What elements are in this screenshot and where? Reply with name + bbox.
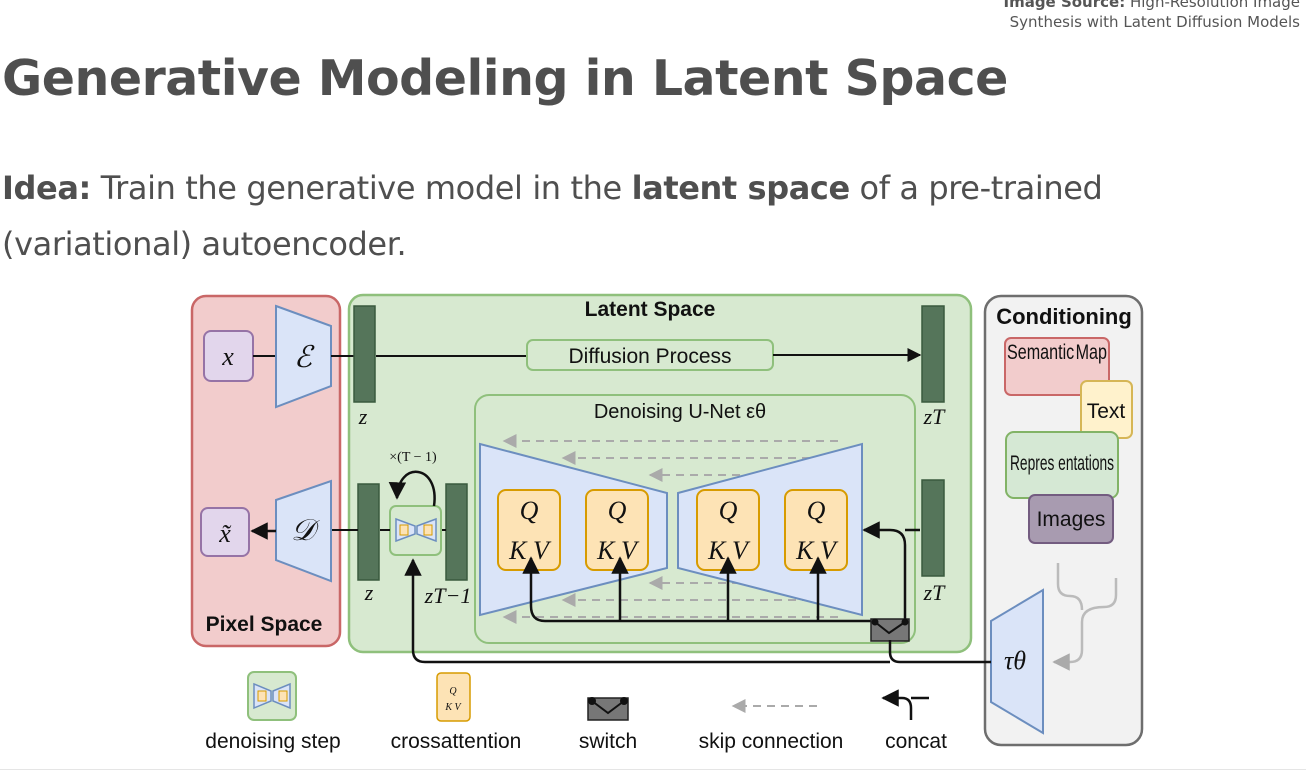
repeat-label: ×(T − 1) xyxy=(389,450,437,465)
crossattention-block-4: Q K V xyxy=(784,489,848,571)
zT-label-top: zT xyxy=(923,404,947,429)
legend-crossattention-icon: Q K V xyxy=(436,672,471,722)
encoder-label: ℰ xyxy=(294,341,315,374)
latent-space-label: Latent Space xyxy=(585,298,716,321)
idea-text-before: Train the generative model in the xyxy=(90,169,632,207)
cond-item-representations: Repres entations xyxy=(1005,431,1119,499)
svg-text:Q: Q xyxy=(449,686,457,697)
legend-concat-icon xyxy=(881,689,913,720)
denoising-step-block xyxy=(389,505,442,556)
z-bar-top xyxy=(353,305,376,403)
source-text: High-Resolution Image xyxy=(1129,0,1300,11)
svg-text:Repres entations: Repres entations xyxy=(1010,452,1114,475)
zT-label-bottom: zT xyxy=(923,580,947,605)
legend-crossattention-label: crossattention xyxy=(391,730,522,753)
svg-text:K V: K V xyxy=(596,536,640,565)
legend-denoising-step-icon xyxy=(247,671,297,721)
footer-divider xyxy=(0,769,1306,770)
x-label: x xyxy=(221,342,234,371)
svg-text:K V: K V xyxy=(444,702,462,713)
idea-emphasis: latent space xyxy=(631,169,851,207)
svg-text:Q: Q xyxy=(719,496,738,525)
diffusion-process-label: Diffusion Process xyxy=(568,345,731,368)
svg-text:Text: Text xyxy=(1087,400,1126,423)
image-source-credit: Image Source: High-Resolution Image Synt… xyxy=(1003,0,1300,32)
svg-text:Q: Q xyxy=(807,496,826,525)
tau-encoder-shape xyxy=(990,588,1044,735)
tau-output-lines xyxy=(404,558,991,664)
idea-text-after: of a pre-trained (variational) autoencod… xyxy=(2,169,1103,263)
conditioning-arrows xyxy=(522,521,920,623)
z-label-top: z xyxy=(358,404,368,429)
repeat-loop-arrow xyxy=(388,470,436,507)
cond-item-images: Images xyxy=(1028,494,1114,544)
source-text-line2: Synthesis with Latent Diffusion Models xyxy=(1009,13,1300,31)
conditioning-merge-lines xyxy=(1052,563,1118,671)
source-label: Image Source: xyxy=(1003,0,1126,11)
unet-title: Denoising U-Net εθ xyxy=(594,401,766,423)
legend-skip-connection-label: skip connection xyxy=(699,730,844,753)
zT-minus-1-bar xyxy=(445,483,468,581)
conditioning-label: Conditioning xyxy=(996,304,1132,329)
svg-text:Q: Q xyxy=(608,496,627,525)
decoder-shape xyxy=(275,479,332,583)
switch-symbol xyxy=(870,618,910,642)
legend-switch-icon xyxy=(587,697,629,721)
pixel-space-label: Pixel Space xyxy=(206,613,323,636)
legend-switch-label: switch xyxy=(579,730,637,753)
slide-title: Generative Modeling in Latent Space xyxy=(2,50,1008,107)
crossattention-block-1: Q K V xyxy=(497,489,561,571)
x-tilde-output-box xyxy=(200,507,250,557)
legend: denoising step Q K V crossattention swit… xyxy=(205,671,947,753)
cond-item-text: Text xyxy=(1080,380,1133,439)
legend-concat-label: concat xyxy=(885,730,947,753)
zT-bar-top xyxy=(921,305,945,403)
x-tilde-label: x̃ xyxy=(218,519,232,548)
zT-minus-1-label: zT−1 xyxy=(424,583,472,608)
idea-paragraph: Idea: Train the generative model in the … xyxy=(2,160,1202,272)
svg-text:Images: Images xyxy=(1037,508,1106,531)
idea-label: Idea: xyxy=(2,169,91,207)
tau-label: τθ xyxy=(1004,646,1026,675)
legend-denoising-step-label: denoising step xyxy=(205,730,340,753)
svg-text:Q: Q xyxy=(520,496,539,525)
z-label-bottom: z xyxy=(364,580,374,605)
zT-bar-bottom xyxy=(921,479,945,577)
z-bar-bottom xyxy=(357,483,380,581)
encoder-shape xyxy=(275,304,332,409)
crossattention-block-2: Q K V xyxy=(585,489,649,571)
svg-text:Semantic Map: Semantic Map xyxy=(1007,341,1107,364)
cond-item-semantic-map: Semantic Map xyxy=(1004,337,1110,396)
